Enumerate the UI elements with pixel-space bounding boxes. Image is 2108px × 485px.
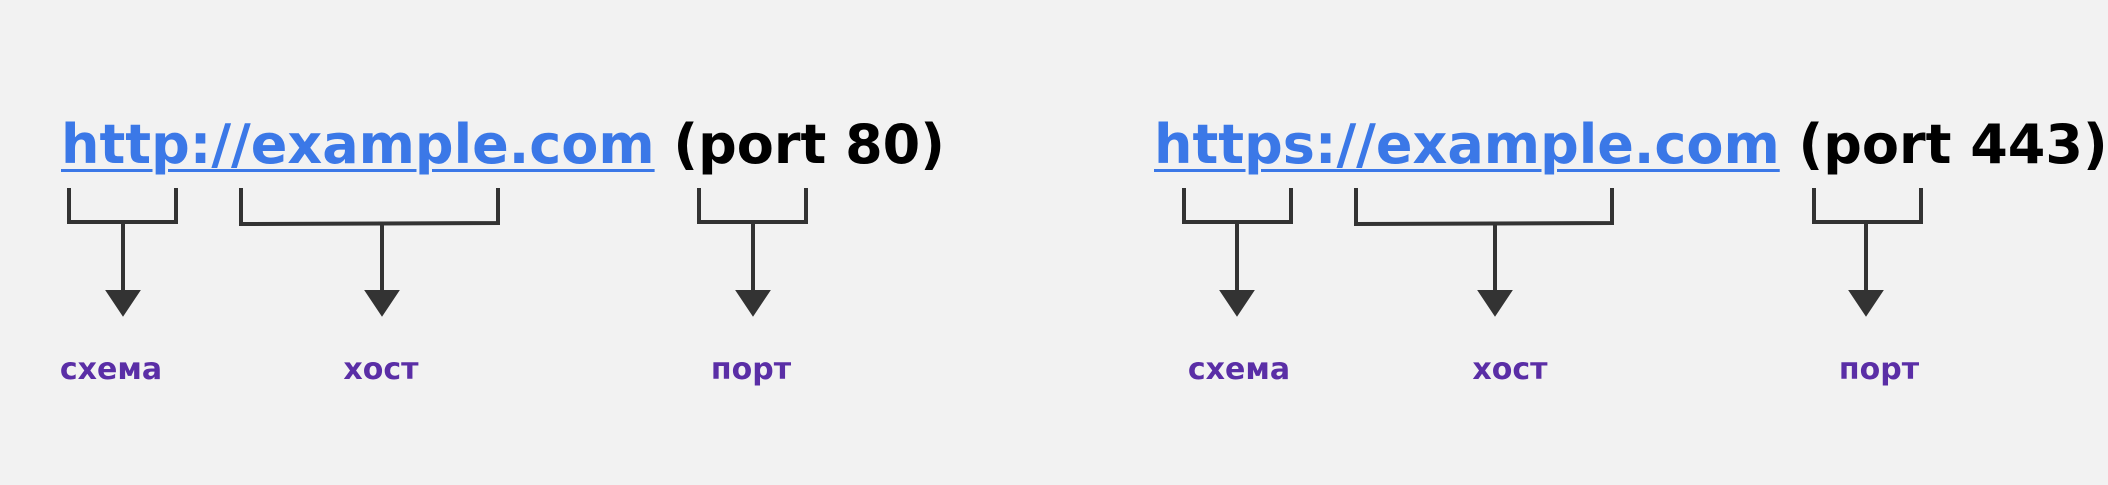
port-note-https: (port 443) xyxy=(1779,113,2108,176)
host-bracket-https xyxy=(1354,188,1614,317)
port-bracket-http xyxy=(697,188,808,317)
component-labels: схема хост порт схема хост порт xyxy=(59,352,1920,387)
http-url-link[interactable]: http://example.com xyxy=(61,113,655,176)
scheme-bracket-http xyxy=(67,188,178,317)
port-bracket-https xyxy=(1812,188,1923,317)
url-line-http: http://example.com (port 80) xyxy=(61,109,945,181)
url-line-https: https://example.com (port 443) xyxy=(1154,109,2108,181)
port-label-http: порт xyxy=(710,352,792,387)
host-label-http: хост xyxy=(343,352,419,387)
host-label-https: хост xyxy=(1472,352,1548,387)
brackets-diagram xyxy=(67,188,1923,317)
scheme-label-https: схема xyxy=(1187,352,1291,387)
port-label-https: порт xyxy=(1838,352,1920,387)
host-bracket-http xyxy=(239,188,500,317)
https-url-link[interactable]: https://example.com xyxy=(1154,113,1780,176)
scheme-bracket-https xyxy=(1182,188,1293,317)
scheme-label-http: схема xyxy=(59,352,163,387)
port-note-http: (port 80) xyxy=(654,113,945,176)
